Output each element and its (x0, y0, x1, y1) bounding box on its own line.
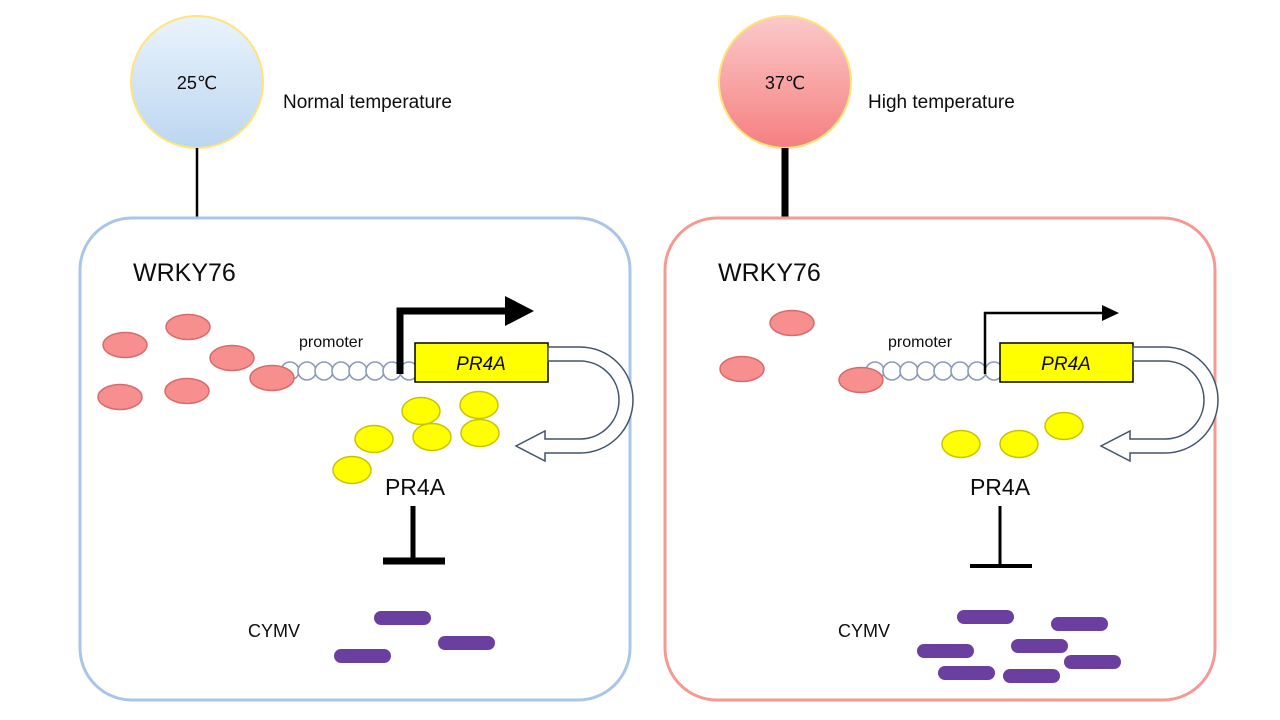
virus-particle (1051, 617, 1108, 631)
nucleosome-bead (314, 361, 334, 381)
wrky76-molecule-bound (249, 364, 295, 392)
virus-particle (438, 636, 495, 650)
left-gene-box (414, 342, 549, 383)
right-pr4a-molecules (941, 411, 1084, 459)
right-promoter-label: promoter (888, 334, 953, 351)
left-virus-label: CYMV (248, 621, 300, 641)
nucleosome-bead (348, 361, 368, 381)
virus-particle (1011, 639, 1068, 653)
nucleosome-bead (933, 361, 953, 381)
wrky76-molecule (164, 377, 210, 405)
virus-particle (1003, 669, 1060, 683)
nucleosome-bead (882, 361, 902, 381)
wrky76-molecule (209, 344, 255, 372)
left-promoter-label: promoter (299, 334, 364, 351)
right-wrky76-molecules (719, 309, 815, 383)
virus-particle (938, 666, 995, 680)
right-transcription-arrow (983, 305, 1119, 374)
nucleosome-bead (967, 361, 987, 381)
nucleosome-bead (365, 361, 385, 381)
virus-particle (917, 644, 974, 658)
left-wrky76-molecules (97, 313, 255, 411)
transcription-arrowhead-icon (505, 296, 534, 326)
right-gene-box (999, 342, 1134, 383)
right-tf-label: WRKY76 (718, 259, 821, 287)
right-temperature-label: 37℃ (765, 73, 805, 93)
transcription-arrow-shaft (396, 307, 505, 374)
transcription-arrowhead-icon (1102, 305, 1119, 321)
wrky76-molecule (769, 309, 815, 337)
right-protein-label: PR4A (970, 474, 1031, 500)
virus-particle (1064, 655, 1121, 669)
virus-particle (374, 611, 431, 625)
wrky76-molecule (165, 313, 211, 341)
left-temperature-label: 25℃ (177, 73, 217, 93)
pr4a-molecule (1044, 411, 1084, 441)
left-virus-particles (334, 611, 495, 663)
wrky76-molecule (97, 383, 143, 411)
right-condition-label: High temperature (868, 92, 1015, 113)
nucleosome-bead (950, 361, 970, 381)
left-tf-label: WRKY76 (133, 259, 236, 287)
left-protein-label: PR4A (385, 474, 446, 500)
pr4a-molecule (401, 396, 441, 426)
right-panel: 37℃ High temperature WRKY76 promoter (663, 15, 1219, 702)
right-translation-arrow (1099, 346, 1219, 463)
pr4a-molecule (460, 418, 500, 448)
left-pr4a-molecules (332, 390, 500, 485)
left-transcription-arrow (396, 296, 534, 374)
nucleosome-bead (331, 361, 351, 381)
left-condition-label: Normal temperature (283, 92, 452, 113)
virus-particle (334, 649, 391, 663)
right-virus-particles (917, 610, 1121, 683)
nucleosome-bead (297, 361, 317, 381)
left-promoter-beads (280, 361, 419, 381)
right-inhibition-bar (970, 506, 1032, 568)
virus-particle (957, 610, 1014, 624)
right-cell-outline (663, 216, 1217, 702)
wrky76-molecule (102, 331, 148, 359)
right-virus-label: CYMV (838, 621, 890, 641)
pr4a-molecule (459, 390, 499, 420)
wrky76-molecule-bound (838, 366, 884, 394)
pr4a-molecule (332, 455, 372, 485)
nucleosome-bead (916, 361, 936, 381)
pr4a-molecule (999, 429, 1039, 459)
left-gene-label: PR4A (456, 354, 506, 375)
nucleosome-bead (899, 361, 919, 381)
transcription-arrow-shaft (983, 311, 1102, 374)
right-gene-label: PR4A (1041, 354, 1091, 375)
pr4a-molecule (941, 429, 981, 459)
left-inhibition-bar (383, 506, 445, 565)
pr4a-molecule (412, 422, 452, 452)
pr4a-molecule (354, 424, 394, 454)
left-translation-arrow (514, 346, 634, 463)
wrky76-molecule (719, 355, 765, 383)
left-panel: 25℃ Normal temperature WRKY76 promoter (78, 15, 634, 702)
